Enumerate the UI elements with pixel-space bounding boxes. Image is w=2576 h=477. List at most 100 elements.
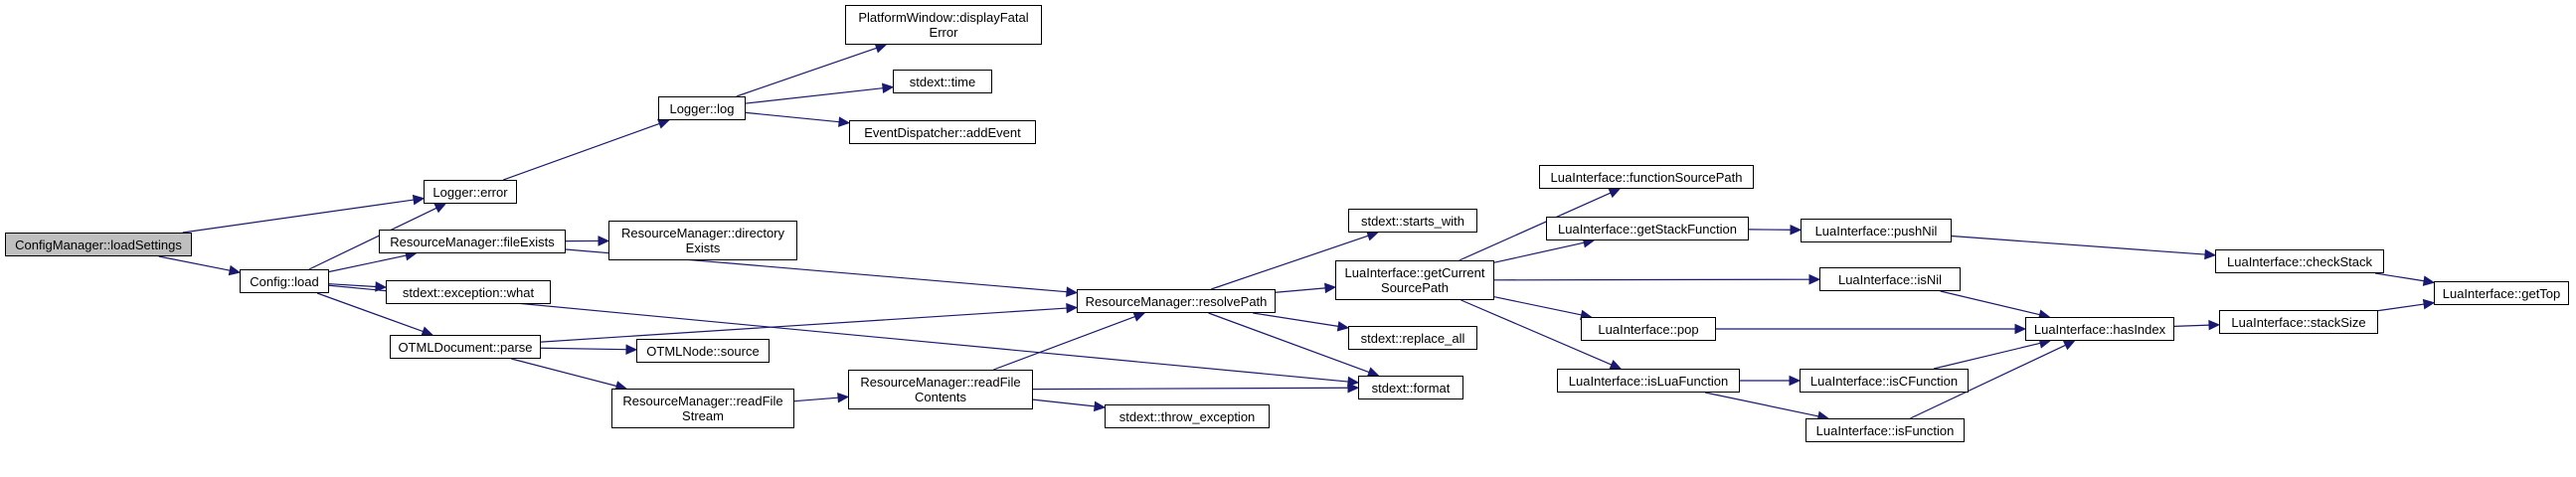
node-label-line1: ResourceManager::directory (620, 226, 785, 240)
node-label: LuaInterface::getStackFunction (1558, 221, 1737, 237)
edge-n9-to-n12 (540, 347, 627, 351)
edge-n30-to-n31 (2377, 303, 2425, 312)
node-label: stdext::format (1371, 380, 1451, 396)
edge-n14-to-n15 (1032, 398, 1096, 407)
node-luainterface-functionsourcepath[interactable]: LuaInterface::functionSourcePath (1539, 165, 1754, 189)
node-label: stdext::replace_all (1360, 330, 1465, 346)
node-label: LuaInterface::hasIndex (2033, 321, 2166, 337)
node-otmlnode-source[interactable]: OTMLNode::source (636, 339, 770, 363)
arrowhead-n13-to-n14 (837, 392, 850, 403)
node-label-line2: Error (929, 25, 958, 40)
node-configmanager-loadsettings[interactable]: ConfigManager::loadSettings (5, 233, 192, 256)
arrowhead-n3-to-n4 (874, 43, 888, 54)
node-stdext-format[interactable]: stdext::format (1358, 376, 1463, 399)
edge-n2-to-n9 (316, 292, 424, 333)
node-label-line1: ResourceManager::readFile (622, 394, 783, 408)
arrowhead-n21-to-n24 (1790, 224, 1803, 236)
node-platformwindow-displayfatalerror[interactable]: PlatformWindow::displayFatal Error (845, 5, 1042, 45)
node-luainterface-isluafunction[interactable]: LuaInterface::isLuaFunction (1557, 369, 1740, 393)
node-luainterface-pop[interactable]: LuaInterface::pop (1581, 317, 1716, 341)
node-label: LuaInterface::isFunction (1815, 422, 1955, 438)
node-label-line2: Stream (682, 408, 724, 423)
node-stdext-throw-exception[interactable]: stdext::throw_exception (1105, 404, 1270, 428)
arrowhead-n3-to-n5 (881, 82, 895, 93)
node-label: stdext::starts_with (1360, 213, 1465, 229)
node-resourcemanager-fileexists[interactable]: ResourceManager::fileExists (379, 230, 566, 253)
arrowhead-n14-to-n15 (1093, 400, 1107, 412)
edge-n3-to-n6 (745, 111, 840, 123)
node-label: LuaInterface::pop (1598, 321, 1699, 337)
node-label: LuaInterface::isCFunction (1809, 373, 1959, 389)
node-luainterface-isfunction[interactable]: LuaInterface::isFunction (1805, 418, 1965, 442)
edge-n3-to-n5 (745, 87, 884, 104)
node-label: stdext::time (909, 74, 976, 89)
edge-n1-to-n3 (503, 122, 660, 181)
node-label: LuaInterface::functionSourcePath (1550, 169, 1743, 185)
node-label-line1: ResourceManager::readFile (860, 375, 1021, 390)
arrowhead-n14-to-n16 (1347, 382, 1360, 394)
arrowhead-n29-to-n30 (2208, 319, 2221, 331)
arrowhead-n11-to-n18 (1324, 282, 1337, 294)
node-stdext-replace-all[interactable]: stdext::replace_all (1348, 326, 1477, 350)
edge-n13-to-n14 (793, 397, 839, 402)
edge-n2-to-n8 (328, 283, 377, 288)
edge-n14-to-n11 (993, 315, 1135, 371)
arrowhead-n14-to-n11 (1132, 311, 1146, 322)
edge-n18-to-n23 (1460, 299, 1613, 366)
edge-n28-to-n31 (2375, 272, 2425, 282)
arrowhead-n2-to-n1 (433, 203, 447, 214)
node-label-line2: SourcePath (1381, 280, 1449, 295)
node-stdext-exception-what[interactable]: stdext::exception::what (386, 280, 551, 304)
edge-n23-to-n27 (1704, 392, 1819, 417)
node-stdext-starts-with[interactable]: stdext::starts_with (1348, 209, 1477, 233)
edge-n0-to-n2 (158, 255, 231, 271)
node-label: Config::load (250, 273, 319, 289)
node-eventdispatcher-addevent[interactable]: EventDispatcher::addEvent (849, 120, 1036, 144)
node-stdext-time[interactable]: stdext::time (893, 70, 992, 93)
edge-n24-to-n28 (1951, 235, 2206, 255)
edge-n2-to-n7 (328, 254, 407, 273)
node-config-load[interactable]: Config::load (240, 269, 329, 293)
arrowhead-n24-to-n28 (2204, 248, 2217, 260)
arrowhead-n11-to-n17 (1366, 231, 1379, 241)
node-luainterface-getstackfunction[interactable]: LuaInterface::getStackFunction (1546, 217, 1749, 240)
node-luainterface-stacksize[interactable]: LuaInterface::stackSize (2219, 310, 2378, 334)
node-otmldocument-parse[interactable]: OTMLDocument::parse (390, 335, 541, 359)
node-label-line1: LuaInterface::getCurrent (1344, 265, 1485, 280)
node-label: stdext::throw_exception (1118, 408, 1256, 424)
node-label: LuaInterface::stackSize (2231, 314, 2366, 330)
node-logger-log[interactable]: Logger::log (658, 96, 746, 120)
arrowhead-n9-to-n12 (625, 344, 638, 355)
edge-n27-to-n29 (1910, 344, 2066, 419)
edge-n18-to-n22 (1493, 296, 1582, 316)
arrowhead-n18-to-n23 (1609, 360, 1623, 370)
node-label: LuaInterface::getTop (2442, 285, 2561, 301)
node-luainterface-isnil[interactable]: LuaInterface::isNil (1819, 267, 1961, 291)
arrowhead-n30-to-n31 (2422, 298, 2436, 310)
node-label: EventDispatcher::addEvent (864, 124, 1021, 140)
node-resourcemanager-directoryexists[interactable]: ResourceManager::directory Exists (608, 221, 797, 260)
arrowhead-n2-to-n8 (375, 281, 388, 292)
edge-n29-to-n30 (2173, 324, 2210, 327)
node-luainterface-checkstack[interactable]: LuaInterface::checkStack (2215, 249, 2384, 273)
arrowhead-n0-to-n1 (412, 194, 426, 206)
node-logger-error[interactable]: Logger::error (424, 180, 517, 204)
arrowhead-n3-to-n6 (838, 116, 851, 127)
node-luainterface-gettop[interactable]: LuaInterface::getTop (2434, 281, 2569, 305)
arrowhead-n7-to-n11 (1066, 286, 1079, 297)
node-label: LuaInterface::checkStack (2227, 253, 2372, 269)
arrowhead-n11-to-n19 (1336, 321, 1350, 332)
arrowhead-n9-to-n11 (1066, 302, 1079, 314)
node-luainterface-getcurrentsourcepath[interactable]: LuaInterface::getCurrent SourcePath (1335, 260, 1494, 300)
node-luainterface-iscfunction[interactable]: LuaInterface::isCFunction (1800, 369, 1969, 393)
node-luainterface-hasindex[interactable]: LuaInterface::hasIndex (2025, 317, 2174, 341)
edge-n9-to-n13 (511, 358, 617, 388)
node-resourcemanager-readfilecontents[interactable]: ResourceManager::readFile Contents (848, 370, 1033, 409)
node-resourcemanager-readfilestream[interactable]: ResourceManager::readFile Stream (611, 389, 794, 428)
node-resourcemanager-resolvepath[interactable]: ResourceManager::resolvePath (1077, 289, 1276, 313)
arrowhead-n1-to-n3 (657, 118, 670, 129)
edge-n14-to-n16 (1032, 387, 1349, 391)
edge-n11-to-n18 (1275, 287, 1326, 293)
node-label: OTMLNode::source (646, 343, 760, 359)
node-luainterface-pushnil[interactable]: LuaInterface::pushNil (1801, 219, 1952, 242)
